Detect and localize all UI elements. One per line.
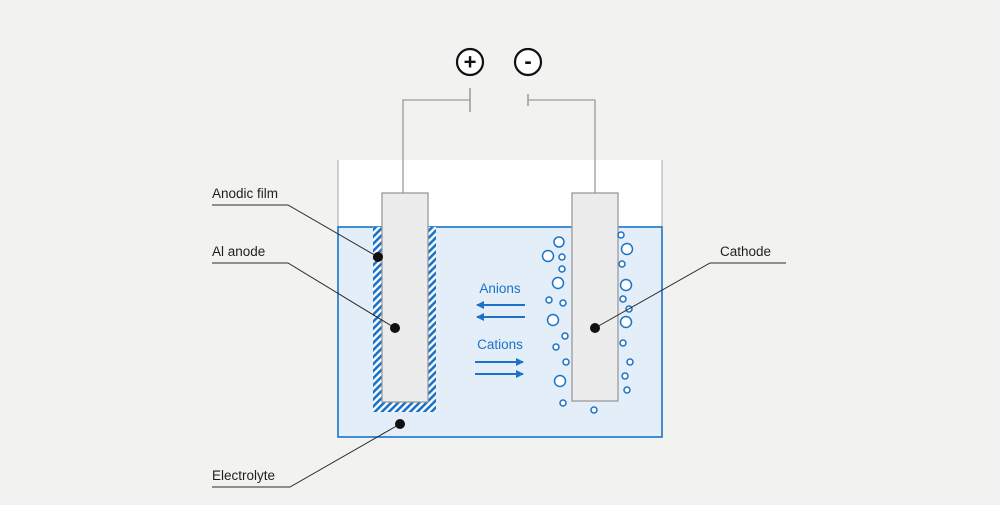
bubble [561, 332, 569, 340]
cations-label: Cations [477, 337, 523, 352]
anodic-film-leader [212, 204, 379, 258]
bubble [559, 399, 567, 407]
bubble [546, 313, 560, 327]
bubble [552, 343, 560, 351]
bubble [619, 315, 633, 329]
bubble [553, 236, 565, 248]
anions-label: Anions [479, 281, 521, 296]
callout-al-anode: Al anode [212, 244, 400, 333]
bubble [626, 358, 634, 366]
positive-terminal: + [455, 47, 485, 77]
bubble [619, 339, 627, 347]
bubble [553, 374, 567, 388]
positive-sign: + [464, 50, 477, 75]
bubble [545, 296, 553, 304]
electrolyte-leader [212, 423, 401, 488]
negative-sign: - [524, 49, 531, 74]
negative-terminal-circle [513, 47, 543, 77]
bubble [559, 299, 567, 307]
gas-bubbles [541, 231, 634, 414]
callout-anodic-film: Anodic film [212, 186, 383, 262]
positive-terminal-circle [455, 47, 485, 77]
callout-cathode: Cathode [590, 244, 786, 333]
cathode-leader [594, 262, 786, 329]
cathode-electrode [571, 192, 619, 402]
bubble [541, 249, 555, 263]
bubble [619, 278, 633, 292]
bubble [617, 231, 625, 239]
cathode-dot [590, 323, 600, 333]
bubble [551, 276, 565, 290]
bubble [558, 253, 566, 261]
bubble [620, 242, 634, 256]
bubble [590, 406, 598, 414]
callout-electrolyte: Electrolyte [212, 419, 405, 488]
bubble [621, 372, 629, 380]
al-anode-leader [212, 262, 396, 329]
electrolyte-label: Electrolyte [212, 468, 275, 483]
anode-wire [402, 99, 470, 193]
bubble [562, 358, 570, 366]
al-anode-dot [390, 323, 400, 333]
anodic-film-label: Anodic film [212, 186, 278, 201]
bubble [619, 295, 627, 303]
bubble [623, 386, 631, 394]
electrolyte-dot [395, 419, 405, 429]
bubble [558, 265, 566, 273]
cathode-label: Cathode [720, 244, 771, 259]
al-anode-label: Al anode [212, 244, 265, 259]
anodic-film [373, 227, 436, 412]
bubble [618, 260, 626, 268]
negative-terminal: - [513, 47, 543, 77]
al-anode [381, 192, 429, 403]
anodic-film-dot [373, 252, 383, 262]
cathode-wire [528, 99, 596, 193]
